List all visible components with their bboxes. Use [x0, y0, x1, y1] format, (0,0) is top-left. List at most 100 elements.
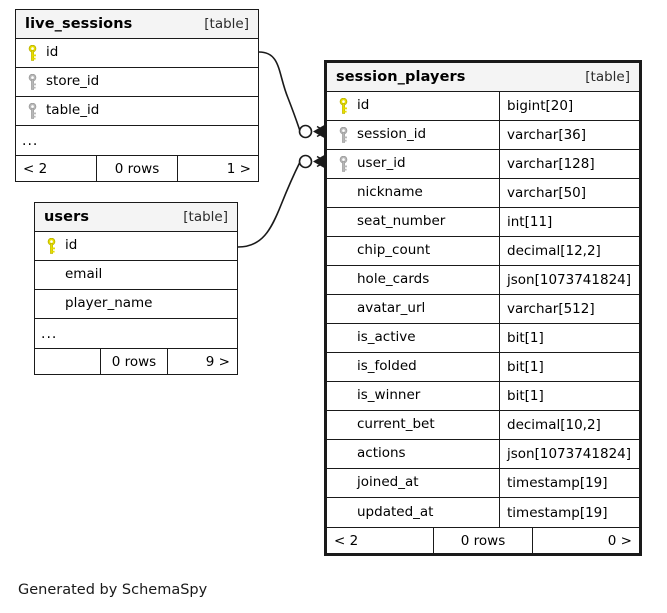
- column-cell: nickname: [327, 179, 499, 207]
- table-row[interactable]: id: [16, 39, 258, 68]
- column-name: user_id: [357, 155, 406, 172]
- table-live_sessions[interactable]: live_sessions [table] id: [15, 9, 259, 182]
- table-row[interactable]: email: [35, 261, 237, 290]
- diagram-caption: Generated by SchemaSpy: [18, 582, 208, 598]
- column-name: actions: [357, 445, 406, 462]
- column-name: hole_cards: [357, 271, 430, 288]
- relationship-live_sessions-session_players: [258, 51, 327, 139]
- column-cell: email: [35, 261, 237, 289]
- parents-count[interactable]: < 2: [334, 532, 359, 549]
- table-row[interactable]: current_bet decimal[10,2]: [327, 411, 639, 440]
- column-list: id bigint[20] session_id: [327, 92, 639, 527]
- column-name: current_bet: [357, 416, 435, 433]
- ellipsis-label: ...: [22, 132, 39, 149]
- column-name: table_id: [46, 102, 100, 119]
- foreign-key-icon: [24, 73, 41, 91]
- more-columns-row[interactable]: ...: [16, 126, 258, 155]
- table-title: users: [44, 209, 90, 225]
- column-name: is_winner: [357, 387, 421, 404]
- column-cell: id: [35, 232, 237, 260]
- column-type: int[11]: [499, 208, 639, 236]
- primary-key-icon: [43, 237, 60, 255]
- table-row[interactable]: hole_cards json[1073741824]: [327, 266, 639, 295]
- foreign-key-icon: [335, 126, 352, 144]
- table-users[interactable]: users [table] id: [34, 202, 238, 375]
- table-row[interactable]: is_winner bit[1]: [327, 382, 639, 411]
- column-type: varchar[128]: [499, 150, 639, 178]
- primary-key-icon: [24, 44, 41, 62]
- column-cell: chip_count: [327, 237, 499, 265]
- more-columns-row[interactable]: ...: [35, 319, 237, 348]
- table-header-users: users [table]: [35, 203, 237, 232]
- parents-count[interactable]: < 2: [23, 160, 48, 177]
- column-cell: avatar_url: [327, 295, 499, 323]
- column-cell: store_id: [16, 68, 258, 96]
- column-name: store_id: [46, 73, 100, 90]
- column-name: player_name: [65, 295, 153, 312]
- column-type: varchar[512]: [499, 295, 639, 323]
- column-type: json[1073741824]: [499, 266, 639, 294]
- column-type: timestamp[19]: [499, 469, 639, 497]
- column-cell: actions: [327, 440, 499, 468]
- children-count[interactable]: 9 >: [205, 353, 230, 370]
- column-cell: id: [16, 39, 258, 67]
- children-count[interactable]: 1 >: [226, 160, 251, 177]
- column-name: session_id: [357, 126, 427, 143]
- column-cell: user_id: [327, 150, 499, 178]
- foreign-key-icon: [335, 155, 352, 173]
- column-name: seat_number: [357, 213, 446, 230]
- row-count: 0 rows: [99, 349, 169, 374]
- column-cell: session_id: [327, 121, 499, 149]
- table-row[interactable]: player_name: [35, 290, 237, 319]
- ellipsis-label: ...: [41, 325, 58, 342]
- table-header-live_sessions: live_sessions [table]: [16, 10, 258, 39]
- foreign-key-icon: [24, 102, 41, 120]
- ellipsis-cell: ...: [35, 319, 237, 348]
- children-count[interactable]: 0 >: [607, 532, 632, 549]
- table-row[interactable]: chip_count decimal[12,2]: [327, 237, 639, 266]
- column-type: decimal[10,2]: [499, 411, 639, 439]
- table-row[interactable]: joined_at timestamp[19]: [327, 469, 639, 498]
- column-cell: is_folded: [327, 353, 499, 381]
- column-type: bit[1]: [499, 382, 639, 410]
- column-cell: hole_cards: [327, 266, 499, 294]
- table-row[interactable]: table_id: [16, 97, 258, 126]
- column-name: email: [65, 266, 103, 283]
- column-name: id: [46, 44, 59, 61]
- table-kind-label: [table]: [204, 16, 249, 32]
- table-row[interactable]: avatar_url varchar[512]: [327, 295, 639, 324]
- column-cell: current_bet: [327, 411, 499, 439]
- column-cell: updated_at: [327, 498, 499, 527]
- column-type: decimal[12,2]: [499, 237, 639, 265]
- table-row[interactable]: session_id varchar[36]: [327, 121, 639, 150]
- column-name: id: [65, 237, 78, 254]
- table-row[interactable]: user_id varchar[128]: [327, 150, 639, 179]
- table-session_players[interactable]: session_players [table] id: [324, 60, 642, 556]
- column-type: json[1073741824]: [499, 440, 639, 468]
- table-row[interactable]: is_folded bit[1]: [327, 353, 639, 382]
- table-row[interactable]: updated_at timestamp[19]: [327, 498, 639, 527]
- column-cell: is_active: [327, 324, 499, 352]
- table-row[interactable]: nickname varchar[50]: [327, 179, 639, 208]
- column-cell: is_winner: [327, 382, 499, 410]
- column-type: varchar[36]: [499, 121, 639, 149]
- column-name: chip_count: [357, 242, 431, 259]
- column-type: bit[1]: [499, 353, 639, 381]
- table-row[interactable]: id: [35, 232, 237, 261]
- column-name: avatar_url: [357, 300, 426, 317]
- parents-count[interactable]: [35, 349, 100, 374]
- column-name: is_active: [357, 329, 416, 346]
- table-row[interactable]: seat_number int[11]: [327, 208, 639, 237]
- table-row[interactable]: id bigint[20]: [327, 92, 639, 121]
- table-kind-label: [table]: [585, 69, 630, 85]
- column-name: joined_at: [357, 474, 419, 491]
- table-row[interactable]: store_id: [16, 68, 258, 97]
- table-row[interactable]: actions json[1073741824]: [327, 440, 639, 469]
- ellipsis-cell: ...: [16, 126, 258, 155]
- column-cell: table_id: [16, 97, 258, 125]
- column-cell: id: [327, 92, 499, 120]
- column-type: varchar[50]: [499, 179, 639, 207]
- table-kind-label: [table]: [183, 209, 228, 225]
- table-row[interactable]: is_active bit[1]: [327, 324, 639, 353]
- column-cell: player_name: [35, 290, 237, 318]
